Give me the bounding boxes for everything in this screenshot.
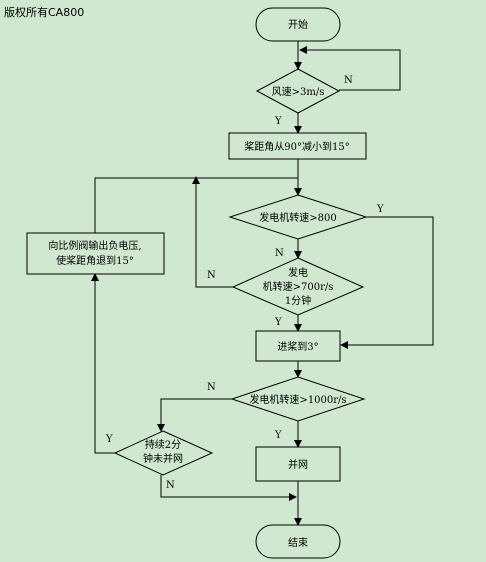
sustain-decision: 持续2分 钟未并网 <box>113 430 214 476</box>
reverse-voltage-label-line2: 使桨距角退到15° <box>56 254 134 267</box>
s1000-no-label: N <box>207 382 216 393</box>
edge-sustain-yes <box>91 273 116 454</box>
reverse-voltage-process: 向比例阀输出负电压, 使桨距角退到15° <box>26 232 165 275</box>
pitch-reduce-label: 桨距角从90°减小到15° <box>244 140 349 153</box>
speed-700-label-line2: 机转速>700r/s <box>263 280 334 293</box>
speed-800-decision: 发电机转速>800 <box>228 194 368 240</box>
s700-no-label: N <box>207 270 216 281</box>
edge-sustain-no <box>160 475 297 501</box>
start-node: 开始 <box>255 7 341 42</box>
speed-800-label: 发电机转速>800 <box>259 211 336 224</box>
edge-s1000-no <box>157 398 232 432</box>
speed-700-label-line3: 1分钟 <box>285 294 311 307</box>
sustain-label-line2: 钟未并网 <box>143 452 183 465</box>
edge-s700-no-loop <box>195 178 233 288</box>
speed-700-decision: 发电 机转速>700r/s 1分钟 <box>231 257 365 316</box>
end-node: 结束 <box>255 524 341 559</box>
edges <box>91 41 434 526</box>
s1000-yes-label: Y <box>274 430 282 441</box>
edge-wind-no-loop <box>299 46 401 91</box>
speed-1000-decision: 发电机转速>1000r/s <box>230 376 366 422</box>
grid-connect-process: 并网 <box>255 446 341 482</box>
end-label: 结束 <box>288 536 308 549</box>
edge-reverse-return <box>94 177 298 233</box>
pitch-to-3-label: 进桨到3° <box>277 340 318 353</box>
speed-1000-label: 发电机转速>1000r/s <box>249 393 346 406</box>
s700-yes-label: Y <box>274 317 282 328</box>
speed-700-label-line1: 发电 <box>288 266 308 279</box>
grid-connect-label: 并网 <box>288 458 308 471</box>
wind-speed-label: 风速>3m/s <box>272 86 325 98</box>
edge-labels: N Y Y N N Y N Y Y N <box>105 75 384 491</box>
sustain-label-line1: 持续2分 <box>145 438 181 451</box>
s800-no-label: N <box>275 248 284 259</box>
s800-yes-label: Y <box>376 204 384 215</box>
wind-no-label: N <box>344 75 353 86</box>
wind-yes-label: Y <box>274 116 282 127</box>
sustain-yes-label: Y <box>105 434 113 445</box>
wind-speed-decision: 风速>3m/s <box>255 68 341 114</box>
sustain-no-label: N <box>166 480 175 491</box>
copyright-watermark: 版权所有CA800 <box>4 6 85 19</box>
start-label: 开始 <box>288 18 308 31</box>
edge-s800-yes <box>340 216 434 349</box>
reverse-voltage-label-line1: 向比例阀输出负电压, <box>48 239 141 252</box>
pitch-to-3-process: 进桨到3° <box>255 330 341 362</box>
pitch-reduce-process: 桨距角从90°减小到15° <box>228 132 367 160</box>
